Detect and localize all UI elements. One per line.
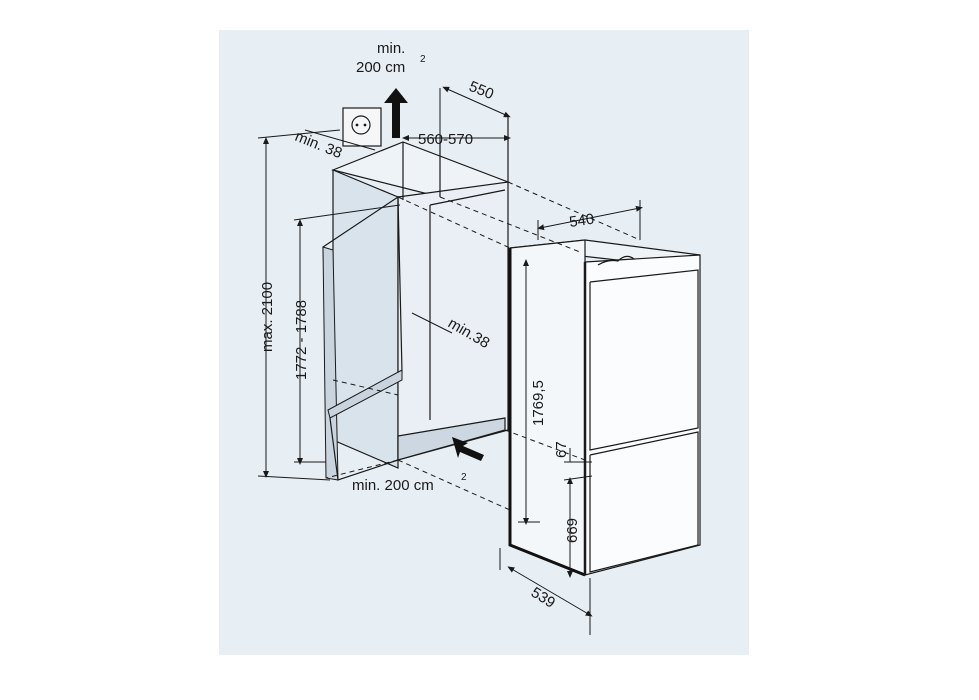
top-vent-min-label: min. — [377, 40, 405, 57]
depth-560-570-label: 560-570 — [418, 131, 473, 148]
width-540-label: 540 — [568, 211, 595, 231]
height-max-label: max. 2100 — [259, 282, 276, 352]
bottom-vent-sup: 2 — [461, 472, 467, 483]
height-range-label: 1772 - 1788 — [293, 300, 310, 380]
top-vent-area-label: 200 cm — [356, 59, 405, 76]
height-1769-label: 1769,5 — [530, 380, 547, 426]
top-vent-area-sup: 2 — [420, 54, 426, 65]
installation-niche — [322, 116, 511, 481]
airflow-up-arrow-icon — [384, 88, 408, 138]
bottom-vent-label: min. 200 cm — [352, 477, 434, 494]
top-gap-min38-label: min. 38 — [293, 128, 345, 162]
depth-539-label: 539 — [528, 584, 558, 612]
dimension-lines — [257, 86, 643, 635]
gap-67-label: 67 — [553, 441, 570, 458]
drawer-669-label: 669 — [564, 518, 581, 543]
airflow-in-arrow-icon — [452, 437, 484, 461]
electrical-socket-icon — [342, 107, 382, 147]
